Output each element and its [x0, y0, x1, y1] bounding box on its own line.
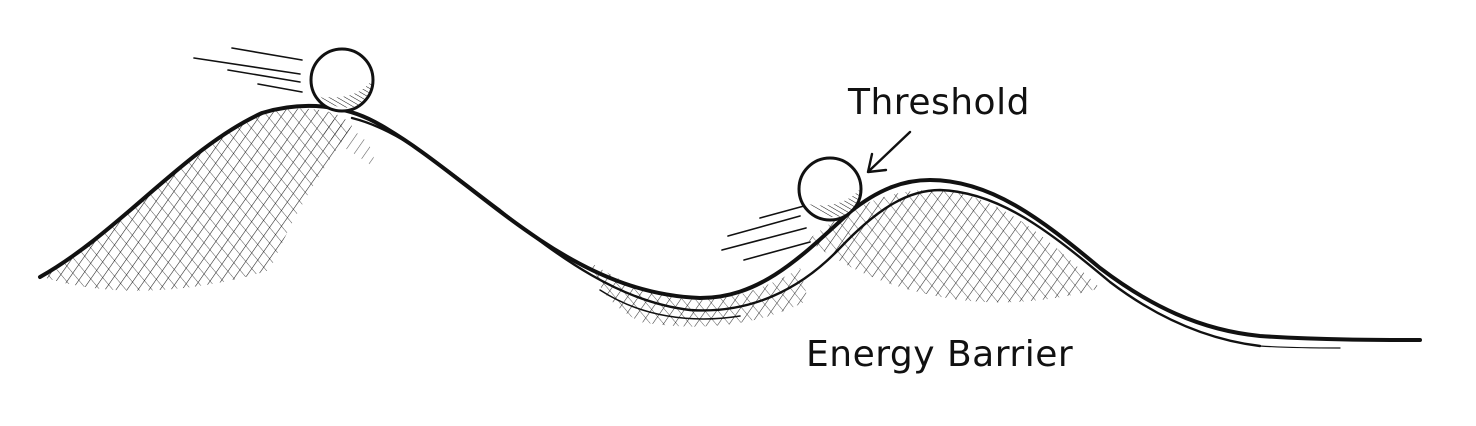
ball-threshold: [799, 158, 861, 220]
threshold-arrow: [868, 132, 910, 172]
motion-lines-top: [194, 48, 302, 92]
energy-barrier-label: Energy Barrier: [806, 334, 1073, 375]
ball-top: [311, 49, 373, 111]
threshold-label: Threshold: [848, 82, 1030, 123]
hill-shading-left: [40, 109, 374, 291]
motion-lines-threshold: [722, 206, 810, 260]
